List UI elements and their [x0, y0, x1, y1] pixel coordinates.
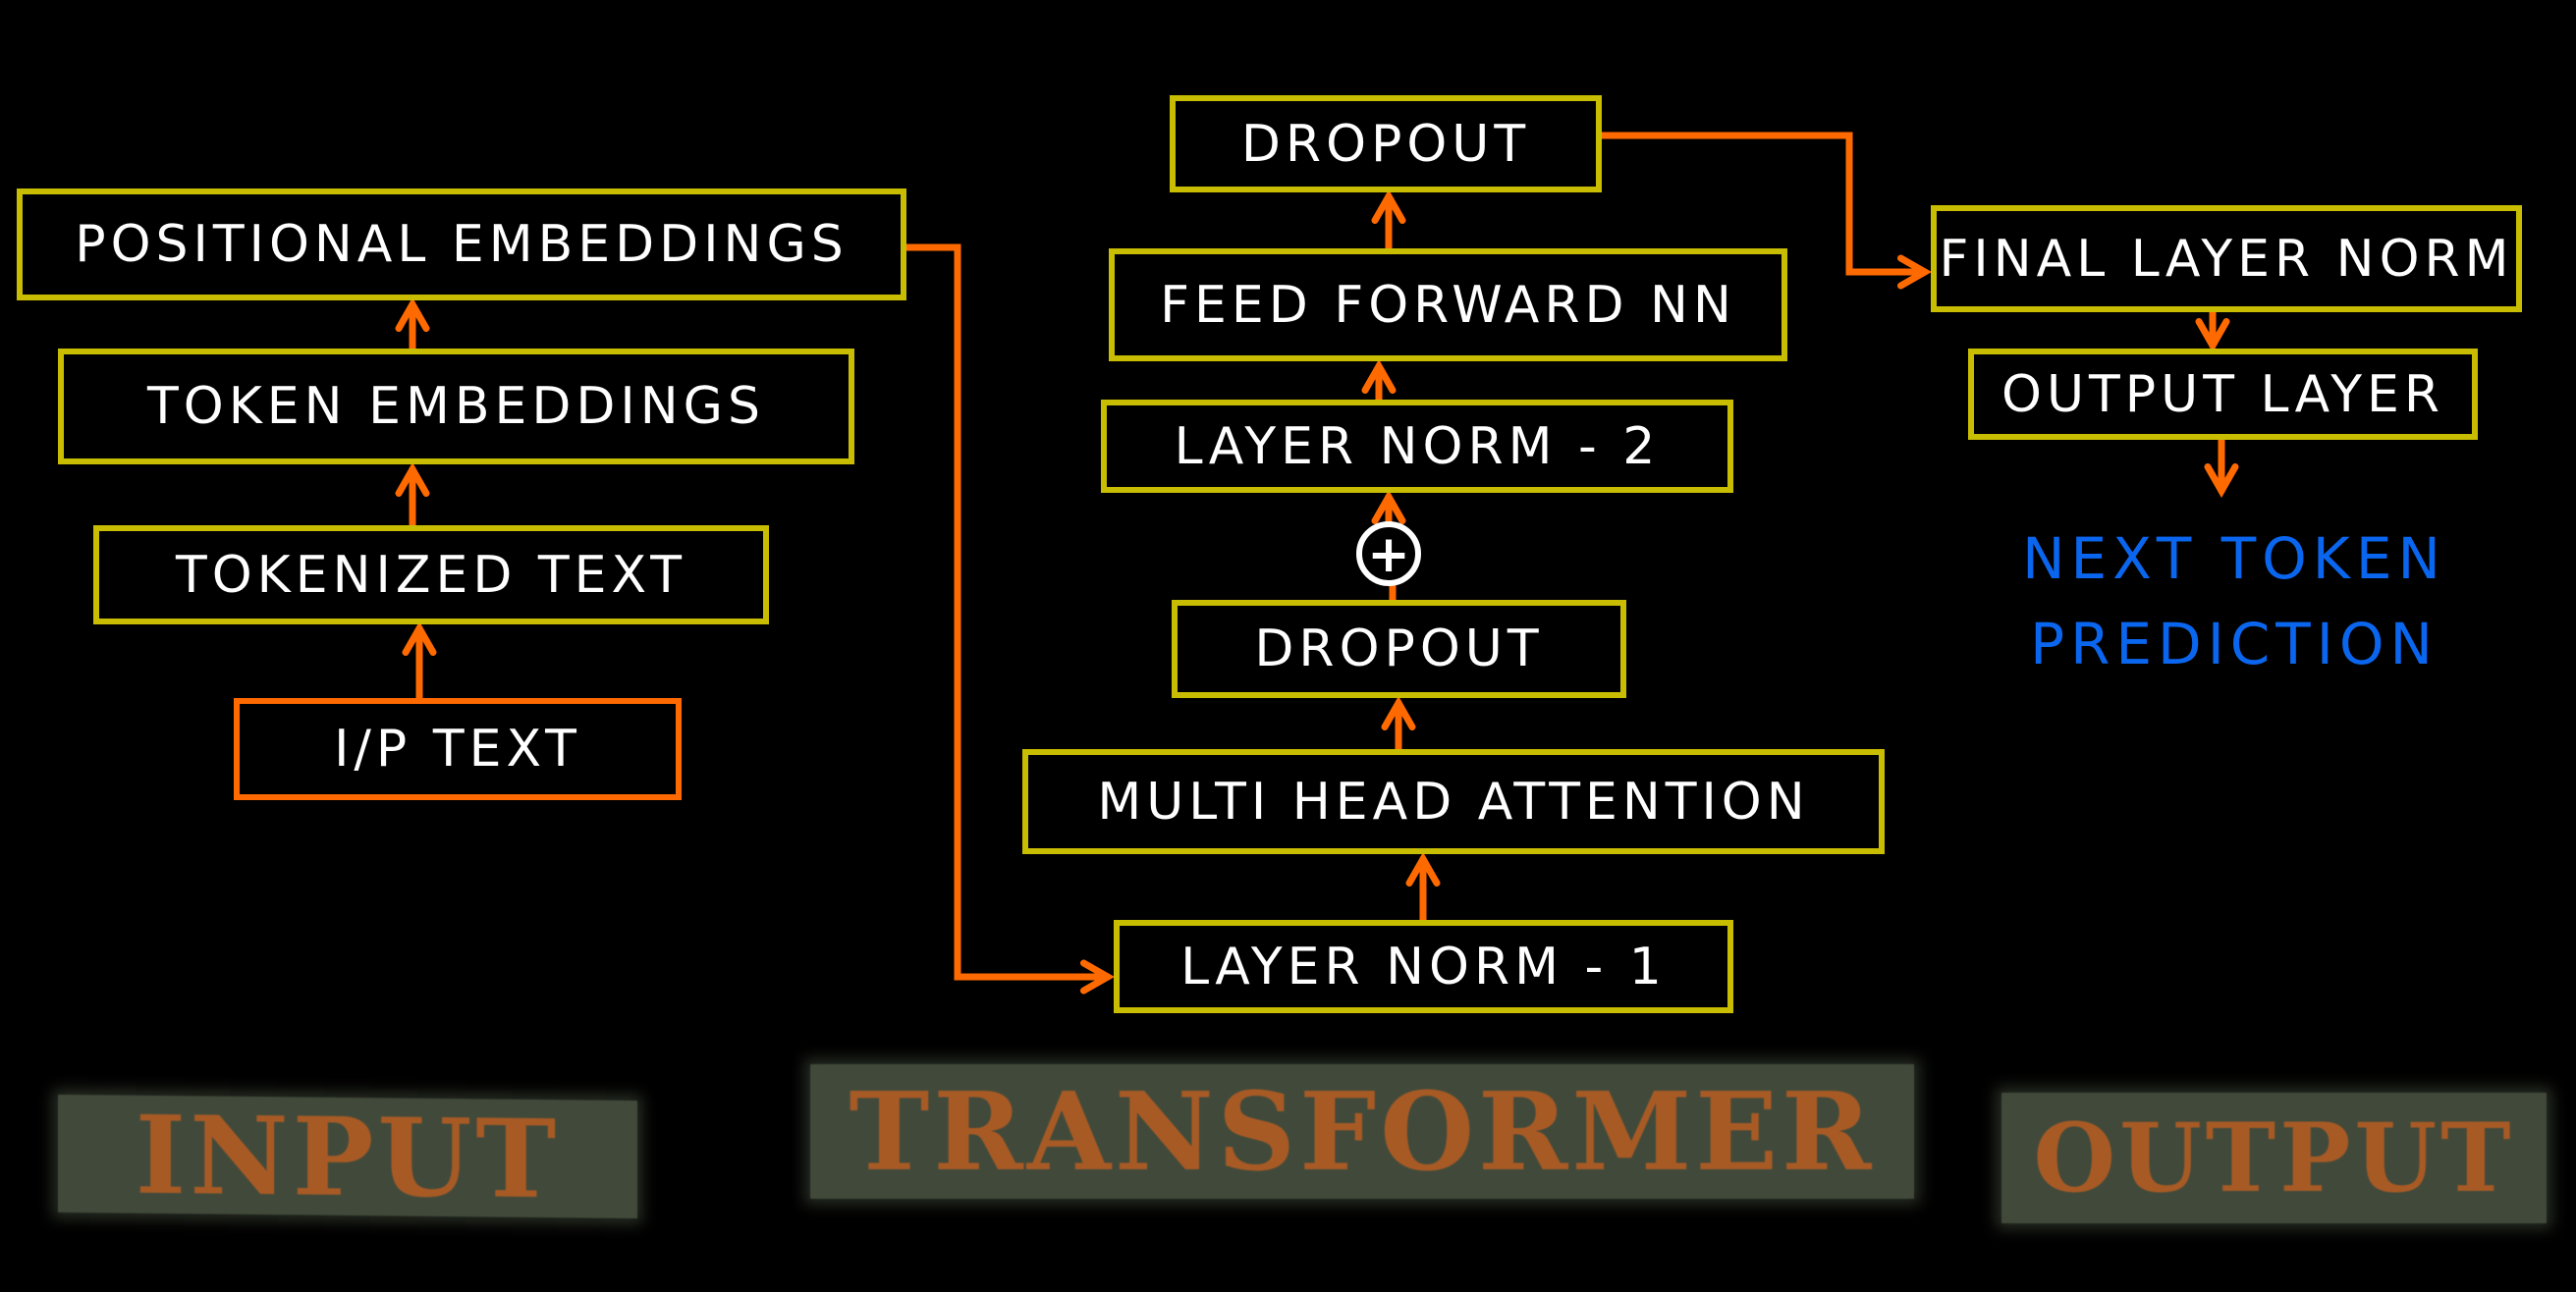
next-token-label: NEXT TOKEN [2022, 525, 2446, 592]
residual-add-circle [1356, 521, 1421, 586]
prediction-label: PREDICTION [2030, 611, 2439, 677]
dropout-box: DROPOUT [1172, 600, 1626, 698]
arrow-positional-to-layernorm1 [903, 243, 1116, 995]
multi-head-attention-box: MULTI HEAD ATTENTION [1022, 749, 1885, 854]
residual-add-icon: + [1367, 525, 1410, 584]
layer-norm-2-box: LAYER NORM - 2 [1101, 400, 1733, 493]
final-layer-norm-box: FINAL LAYER NORM [1931, 205, 2522, 312]
tokenized-text-box: TOKENIZED TEXT [93, 525, 769, 624]
dropout-top-box: DROPOUT [1170, 95, 1602, 192]
feed-forward-box: FEED FORWARD NN [1109, 248, 1787, 361]
layer-norm-1-box: LAYER NORM - 1 [1114, 920, 1733, 1013]
output-layer-box: OUTPUT LAYER [1968, 349, 2478, 440]
positional-embeddings-box: POSITIONAL EMBEDDINGS [17, 188, 906, 300]
input-text-box: I/P TEXT [234, 698, 682, 800]
section-label-transformer: TRANSFORMER [810, 1064, 1914, 1199]
section-label-input: INPUT [58, 1091, 637, 1222]
token-embeddings-box: TOKEN EMBEDDINGS [58, 349, 854, 464]
section-label-output: OUTPUT [2001, 1093, 2547, 1223]
arrow-dropout-to-final-norm [1598, 132, 1933, 290]
